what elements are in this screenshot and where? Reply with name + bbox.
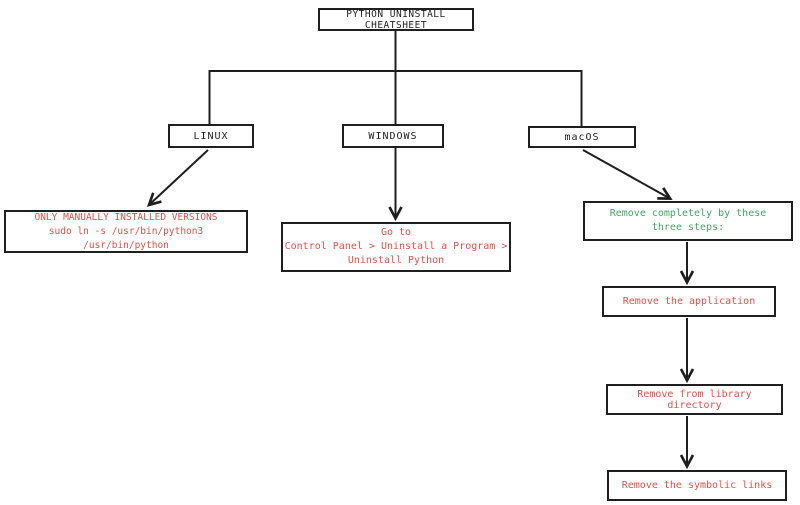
macos-step-text-1: Remove the application bbox=[622, 296, 756, 307]
macos-step-node-2: Remove from library directory bbox=[606, 384, 783, 415]
linux-arrow bbox=[150, 149, 209, 204]
macos-step-text-2: Remove from library directory bbox=[637, 388, 752, 411]
macos-intro-node: Remove completely by these three steps: bbox=[583, 201, 793, 241]
macos-branch-label: macOS bbox=[564, 131, 600, 143]
title-node: PYTHON UNINSTALL CHEATSHEET bbox=[318, 8, 474, 31]
windows-detail-text: Go to Control Panel > Uninstall a Progra… bbox=[284, 227, 508, 266]
macos-arrow bbox=[582, 149, 669, 198]
windows-detail-node: Go to Control Panel > Uninstall a Progra… bbox=[281, 222, 511, 272]
linux-detail-text: ONLY MANUALLY INSTALLED VERSIONS sudo ln… bbox=[34, 211, 218, 251]
windows-branch-label: WINDOWS bbox=[368, 130, 418, 142]
linux-branch-label: LINUX bbox=[193, 130, 229, 142]
windows-branch-node: WINDOWS bbox=[342, 124, 444, 148]
linux-detail-node: ONLY MANUALLY INSTALLED VERSIONS sudo ln… bbox=[4, 210, 248, 253]
macos-step-text-3: Remove the symbolic links bbox=[621, 480, 773, 491]
title-label: PYTHON UNINSTALL CHEATSHEET bbox=[346, 8, 446, 31]
macos-intro-text: Remove completely by these three steps: bbox=[609, 208, 767, 233]
connector-tree bbox=[208, 31, 583, 126]
macos-branch-node: macOS bbox=[528, 126, 636, 148]
linux-branch-node: LINUX bbox=[168, 124, 254, 148]
macos-step-node-3: Remove the symbolic links bbox=[607, 470, 787, 501]
macos-step-node-1: Remove the application bbox=[602, 286, 776, 317]
